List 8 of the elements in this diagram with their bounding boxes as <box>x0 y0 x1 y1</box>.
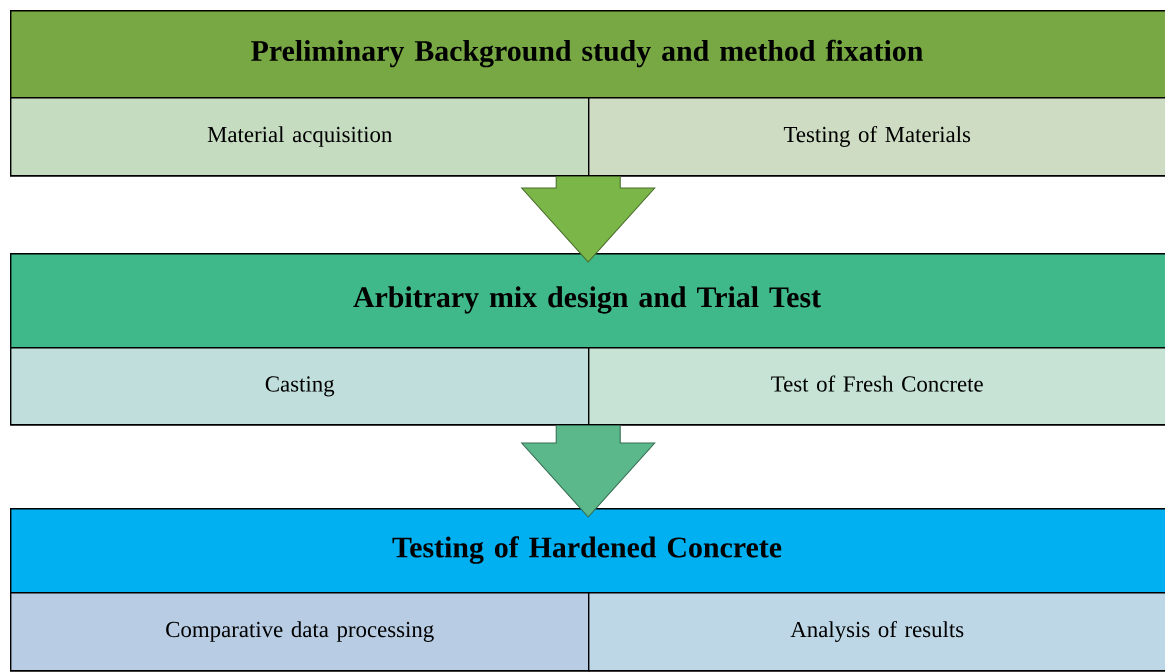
step-box: Testing of Materials <box>588 97 1165 177</box>
block-arrow <box>520 175 656 263</box>
step-box: Material acquisition <box>10 97 590 177</box>
step-box: Casting <box>10 347 590 426</box>
step-box: Test of Fresh Concrete <box>588 347 1165 426</box>
step-box: Comparative data processing <box>10 592 590 672</box>
step-box: Analysis of results <box>588 592 1165 672</box>
block-arrow <box>520 424 656 518</box>
